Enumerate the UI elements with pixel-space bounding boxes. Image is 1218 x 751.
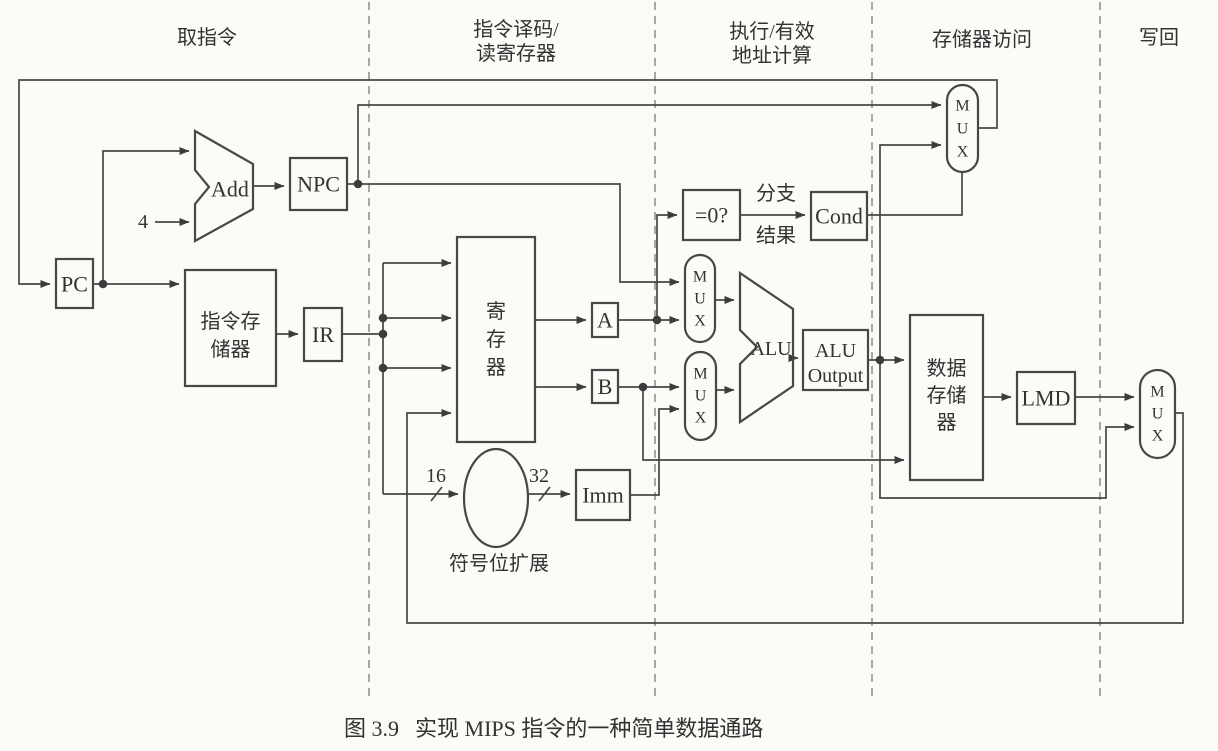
bus-width-slash-32 [538,486,551,502]
pc-mux [945,83,980,174]
data-memory [908,313,985,482]
wire-npc-to-alumux-a [358,183,680,286]
alu-input-mux-b [683,350,718,442]
zero-test-label: =0? [695,203,728,228]
adder [193,129,255,243]
figure-caption-number: 图 3.9 [344,716,399,741]
wire-pc-to-add [102,147,190,284]
bus-width-slash-16 [430,486,443,502]
stage-label-decode-1: 指令译码/ [473,18,559,41]
lmd-register [1015,370,1077,426]
data-memory-label-1: 数据 [927,357,967,380]
bus-width-16-label: 16 [426,465,446,487]
pc-register [54,257,95,310]
alu-output-label-1: ALU [815,340,857,362]
stage-label-fetch: 取指令 [177,26,237,49]
figure-caption: 图 3.9 实现 MIPS 指令的一种简单数据通路 [344,716,763,741]
ir-register [302,306,344,363]
stage-label-memory: 存储器访问 [932,28,1032,51]
alu-input-mux-a [683,253,717,344]
register-file [455,235,537,444]
cond-label: Cond [815,204,863,229]
npc-label: NPC [297,172,340,197]
instruction-memory [183,268,278,388]
wire-pcmux-to-pc [18,79,998,288]
cond-register [809,190,869,242]
sign-extend-unit [462,447,530,549]
alu-mux-b-letter-x: X [695,410,707,427]
pc-mux-letter-u: U [957,121,969,138]
register-file-label-2: 存 [486,328,506,351]
lmd-label: LMD [1022,386,1071,411]
junction-dot-b-out [638,382,648,392]
alu-output-label-2: Output [808,365,864,387]
wire-a-to-zerotest [656,211,678,320]
junction-dot-a-out [652,315,662,325]
alu-mux-a-letter-u: U [694,291,706,308]
ir-label: IR [312,322,334,347]
branch-result-label-2: 结果 [756,224,796,247]
stage-label-execute-2: 地址计算 [732,44,812,67]
const4-label: 4 [138,211,148,233]
wire-imm-to-alumux-b [630,405,680,496]
stage-label-execute-1: 执行/有效 [729,20,815,43]
wb-mux-letter-x: X [1152,428,1164,445]
sign-extend-label: 符号位扩展 [449,552,549,575]
junction-dot-ir-bus-3 [378,363,388,373]
alu-output-register [801,328,870,392]
wire-cond-to-pcmux-select [867,173,963,216]
stage-label-decode-2: 读寄存器 [476,42,556,65]
alu [738,270,795,425]
writeback-mux [1138,368,1177,460]
pc-label: PC [61,272,88,297]
data-memory-label-3: 器 [937,412,957,434]
zero-test-unit [681,188,742,242]
alu-mux-b-letter-m: M [693,366,707,383]
register-file-label-3: 器 [486,357,506,379]
alu-label: ALU [750,338,792,360]
wire-b-to-dmem [642,387,905,464]
pc-mux-letter-x: X [957,144,969,161]
branch-result-label-1: 分支 [756,182,796,205]
npc-register [288,156,349,212]
bus-width-32-label: 32 [529,465,549,487]
wire-aluout-to-pcmux [879,141,942,360]
stage-label-writeback: 写回 [1139,27,1179,49]
junction-dot-npc-out [353,179,363,189]
a-latch-label: A [597,308,613,333]
instruction-memory-label-1: 指令存 [201,310,261,333]
wb-mux-letter-m: M [1150,384,1164,401]
pc-mux-letter-m: M [955,98,969,115]
wb-mux-letter-u: U [1152,406,1164,423]
wire-aluout-to-wbmux [879,360,1135,499]
wire-npc-to-pcmux [357,101,942,184]
junction-dot-aluout [875,355,885,365]
junction-dot-ir-bus-1 [378,313,388,323]
register-file-label-1: 寄 [486,300,506,323]
b-latch [590,368,620,405]
a-latch [590,301,620,339]
figure-caption-title: 实现 MIPS 指令的一种简单数据通路 [415,716,763,741]
imm-label: Imm [582,483,624,508]
data-memory-label-2: 存储 [927,384,967,407]
wire-wbmux-to-regfile [406,409,1184,624]
junction-dot-pc-out [98,279,108,289]
junction-dot-ir-bus-2 [378,329,388,339]
alu-mux-a-letter-m: M [693,269,707,286]
adder-label: Add [211,177,249,202]
alu-mux-a-letter-x: X [694,313,706,330]
alu-mux-b-letter-u: U [695,388,707,405]
instruction-memory-label-2: 储器 [211,338,251,361]
b-latch-label: B [598,374,613,399]
imm-register [574,468,632,522]
